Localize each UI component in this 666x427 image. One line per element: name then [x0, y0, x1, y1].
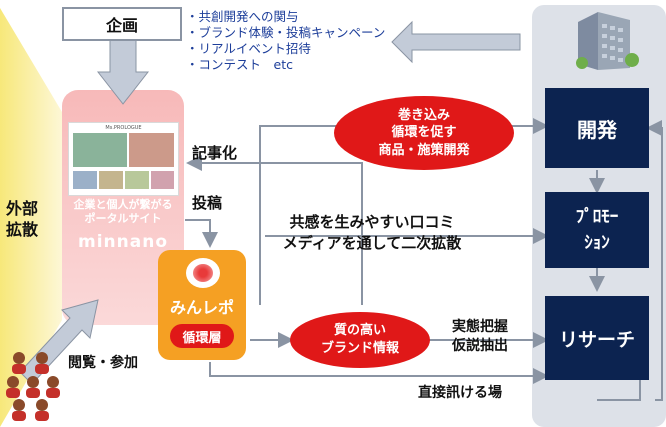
minrepo-logo-icon — [186, 258, 220, 288]
portal-thumb — [99, 171, 123, 189]
research-box: リサーチ — [545, 296, 649, 380]
portal-hero-image — [73, 133, 127, 167]
promotion-label-line2: ｼｮﾝ — [584, 233, 610, 253]
portal-caption-line1: 企業と個人が繋がる — [73, 198, 173, 211]
secondary-spread-line2: メディアを通して二次拡散 — [282, 234, 462, 252]
ellipse-line: 質の高い — [333, 323, 386, 339]
spread-triangle — [0, 8, 62, 427]
post-label: 投稿 — [192, 194, 223, 212]
planning-items: ・共創開発への関与 ・ブランド体験・投稿キャンペーン ・リアルイベント招待 ・コ… — [186, 9, 385, 73]
portal-name: minnano — [78, 232, 168, 252]
planning-item: ・共創開発への関与 — [186, 9, 299, 24]
spread-label-line1: 外部 — [6, 199, 39, 218]
building-icon — [576, 12, 639, 70]
planning-item: ・ブランド体験・投稿キャンペーン — [186, 25, 386, 40]
secondary-spread-line1: 共感を生みやすい口コミ — [289, 213, 455, 231]
engagement-ellipse: 巻き込み 循環を促す 商品・施策開発 — [334, 96, 514, 170]
ellipse-line: 巻き込み — [397, 107, 450, 123]
ellipse-line: 商品・施策開発 — [378, 142, 470, 158]
minrepo-box: みんレポ 循環層 — [158, 250, 246, 360]
portal-thumb — [73, 171, 97, 189]
development-box: 開発 — [545, 88, 649, 168]
promotion-label-line1: ﾌﾟﾛﾓｰ — [575, 207, 619, 227]
direct-label: 直接訊ける場 — [418, 385, 502, 401]
arrow-planning-down — [96, 39, 150, 105]
ellipse-line: 循環を促す — [391, 125, 457, 141]
portal-hero-image-2 — [129, 133, 174, 167]
arrow-company-to-planning — [391, 20, 521, 64]
spread-label-line2: 拡散 — [6, 220, 39, 239]
article-label: 記事化 — [192, 144, 238, 162]
portal-screenshot: Ms.PROLOGUE — [68, 122, 179, 196]
secondary-spread-label: 共感を生みやすい口コミ メディアを通して二次拡散 — [272, 212, 472, 254]
ellipse-line: ブランド情報 — [320, 341, 399, 356]
users-icon — [6, 352, 60, 421]
insight-line2: 仮説抽出 — [452, 338, 508, 354]
research-label: リサーチ — [558, 328, 635, 351]
brand-info-ellipse: 質の高い ブランド情報 — [290, 312, 430, 368]
planning-title: 企画 — [105, 16, 138, 35]
minrepo-name: みんレポ — [169, 298, 234, 317]
portal-caption-line2: ポータルサイト — [84, 212, 162, 225]
minrepo-badge-label: 循環層 — [182, 330, 222, 346]
spread-label: 外部 拡散 — [6, 198, 38, 240]
planning-box: 企画 — [62, 7, 182, 41]
planning-item: ・リアルイベント招待 — [186, 41, 311, 56]
insight-line1: 実態把握 — [452, 319, 508, 335]
minrepo-badge: 循環層 — [170, 324, 234, 348]
portal-screenshot-title: Ms.PROLOGUE — [105, 125, 142, 131]
insight-label: 実態把握 仮説抽出 — [452, 318, 508, 356]
portal-caption: 企業と個人が繋がる ポータルサイト — [62, 198, 184, 226]
development-label: 開発 — [577, 117, 617, 142]
view-participate-label: 閲覧・参加 — [68, 355, 138, 371]
planning-item: ・コンテスト etc — [186, 57, 293, 72]
promotion-box: ﾌﾟﾛﾓｰ ｼｮﾝ — [545, 192, 649, 268]
portal-thumb — [151, 171, 174, 189]
portal-thumb — [125, 171, 149, 189]
